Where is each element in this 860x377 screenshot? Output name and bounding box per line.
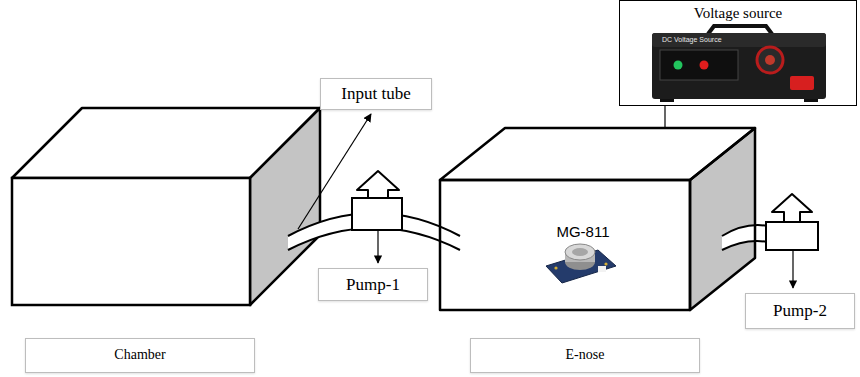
leader-lines	[298, 114, 793, 288]
sensor-pin	[554, 266, 557, 269]
pump-symbol	[766, 194, 818, 250]
chamber-front	[12, 178, 250, 305]
pipe-edge	[722, 225, 768, 236]
pump-label: Pump-2	[745, 293, 855, 329]
node-text: Chamber	[114, 347, 165, 363]
cuboid-outline	[440, 128, 758, 313]
pipe-edge	[722, 241, 768, 250]
device-strip	[652, 33, 826, 47]
pump-label: Pump-1	[318, 268, 428, 301]
device-brand-text: DC Voltage Source	[662, 36, 722, 44]
device-body	[652, 33, 826, 99]
node-text: Input tube	[341, 84, 410, 104]
leader-line	[298, 114, 371, 229]
device-led	[700, 61, 709, 70]
cuboid-face-edge	[440, 180, 690, 310]
outlet-pipe	[722, 225, 768, 250]
leader-line	[377, 231, 378, 263]
enose-label: E-nose	[470, 338, 700, 373]
pipe-body	[722, 225, 768, 250]
sensor-picture	[546, 244, 616, 283]
enose-cuboid-fill	[440, 128, 755, 310]
pump-body	[352, 198, 402, 230]
node-text: Pump-2	[773, 301, 827, 321]
node-text: MG-811	[556, 223, 609, 240]
sensor-pin	[604, 262, 607, 265]
pump-body	[766, 222, 818, 250]
cuboid-face-edge	[440, 128, 755, 180]
input-tube-label: Input tube	[320, 78, 432, 110]
device-led	[674, 61, 683, 70]
enose-box: MG-811	[440, 128, 758, 313]
sensor-can-top	[565, 244, 595, 260]
pump-arrow	[772, 194, 812, 222]
connector-line	[664, 106, 665, 128]
sensor-connector	[598, 266, 606, 272]
node-text: Pump-1	[346, 275, 400, 295]
cuboid-face-edge	[690, 128, 755, 310]
pump-arrow	[357, 171, 399, 198]
tube-edge	[288, 228, 460, 250]
chamber-label: Chamber	[25, 338, 255, 373]
chamber-cuboid	[12, 108, 320, 305]
sensor-mesh	[572, 248, 588, 256]
device-switch	[790, 76, 814, 90]
device-foot	[804, 99, 818, 102]
enose-side	[690, 128, 755, 310]
enose-front	[440, 180, 690, 310]
device-panel	[660, 50, 738, 80]
voltage-source-box: Voltage source	[619, 0, 857, 106]
pump-symbol	[352, 171, 402, 230]
voltage-device-picture	[652, 26, 826, 102]
chamber-side	[250, 108, 320, 305]
device-knob	[757, 47, 783, 73]
device-handle	[708, 26, 772, 34]
leader-line	[792, 251, 793, 288]
node-text: E-nose	[566, 347, 605, 363]
device-knob-center	[765, 55, 775, 65]
node-text: Voltage source	[694, 5, 782, 22]
device-foot	[660, 99, 674, 102]
